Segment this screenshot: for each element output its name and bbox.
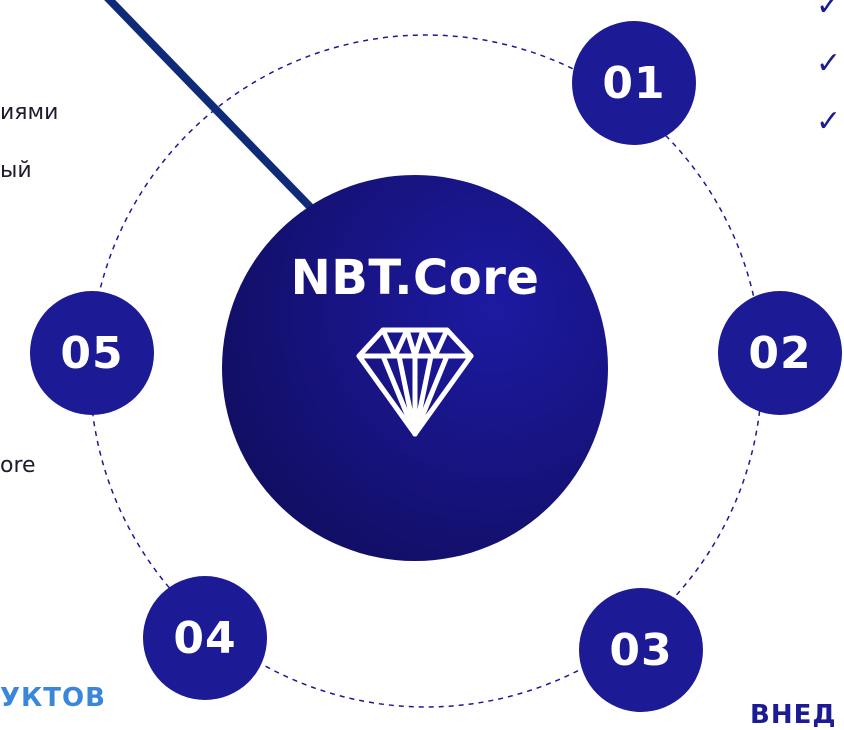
- step-02: 02: [718, 291, 842, 415]
- diamond-icon: [356, 327, 474, 437]
- side-text-1: иями: [0, 100, 59, 125]
- step-03: 03: [579, 588, 703, 712]
- step-label: 03: [609, 624, 673, 676]
- step-label: 05: [60, 327, 124, 379]
- step-01: 01: [572, 21, 696, 145]
- side-text-2: ый: [0, 158, 32, 183]
- step-label: 02: [748, 327, 812, 379]
- check-icon: ✓: [816, 104, 842, 139]
- check-icon: ✓: [816, 46, 842, 81]
- center-title: NBT.Core: [290, 250, 540, 306]
- side-text-3: ore: [0, 453, 36, 478]
- step-05: 05: [30, 291, 154, 415]
- center-node: NBT.Core: [222, 175, 608, 561]
- check-icon: ✓: [816, 0, 842, 23]
- step-label: 01: [602, 57, 666, 109]
- step-04: 04: [143, 576, 267, 700]
- connector-line: [104, 0, 321, 218]
- bottom-heading-right: ВНЕД: [750, 700, 837, 730]
- step-label: 04: [173, 612, 237, 664]
- bottom-heading-left: УКТОВ: [0, 683, 106, 713]
